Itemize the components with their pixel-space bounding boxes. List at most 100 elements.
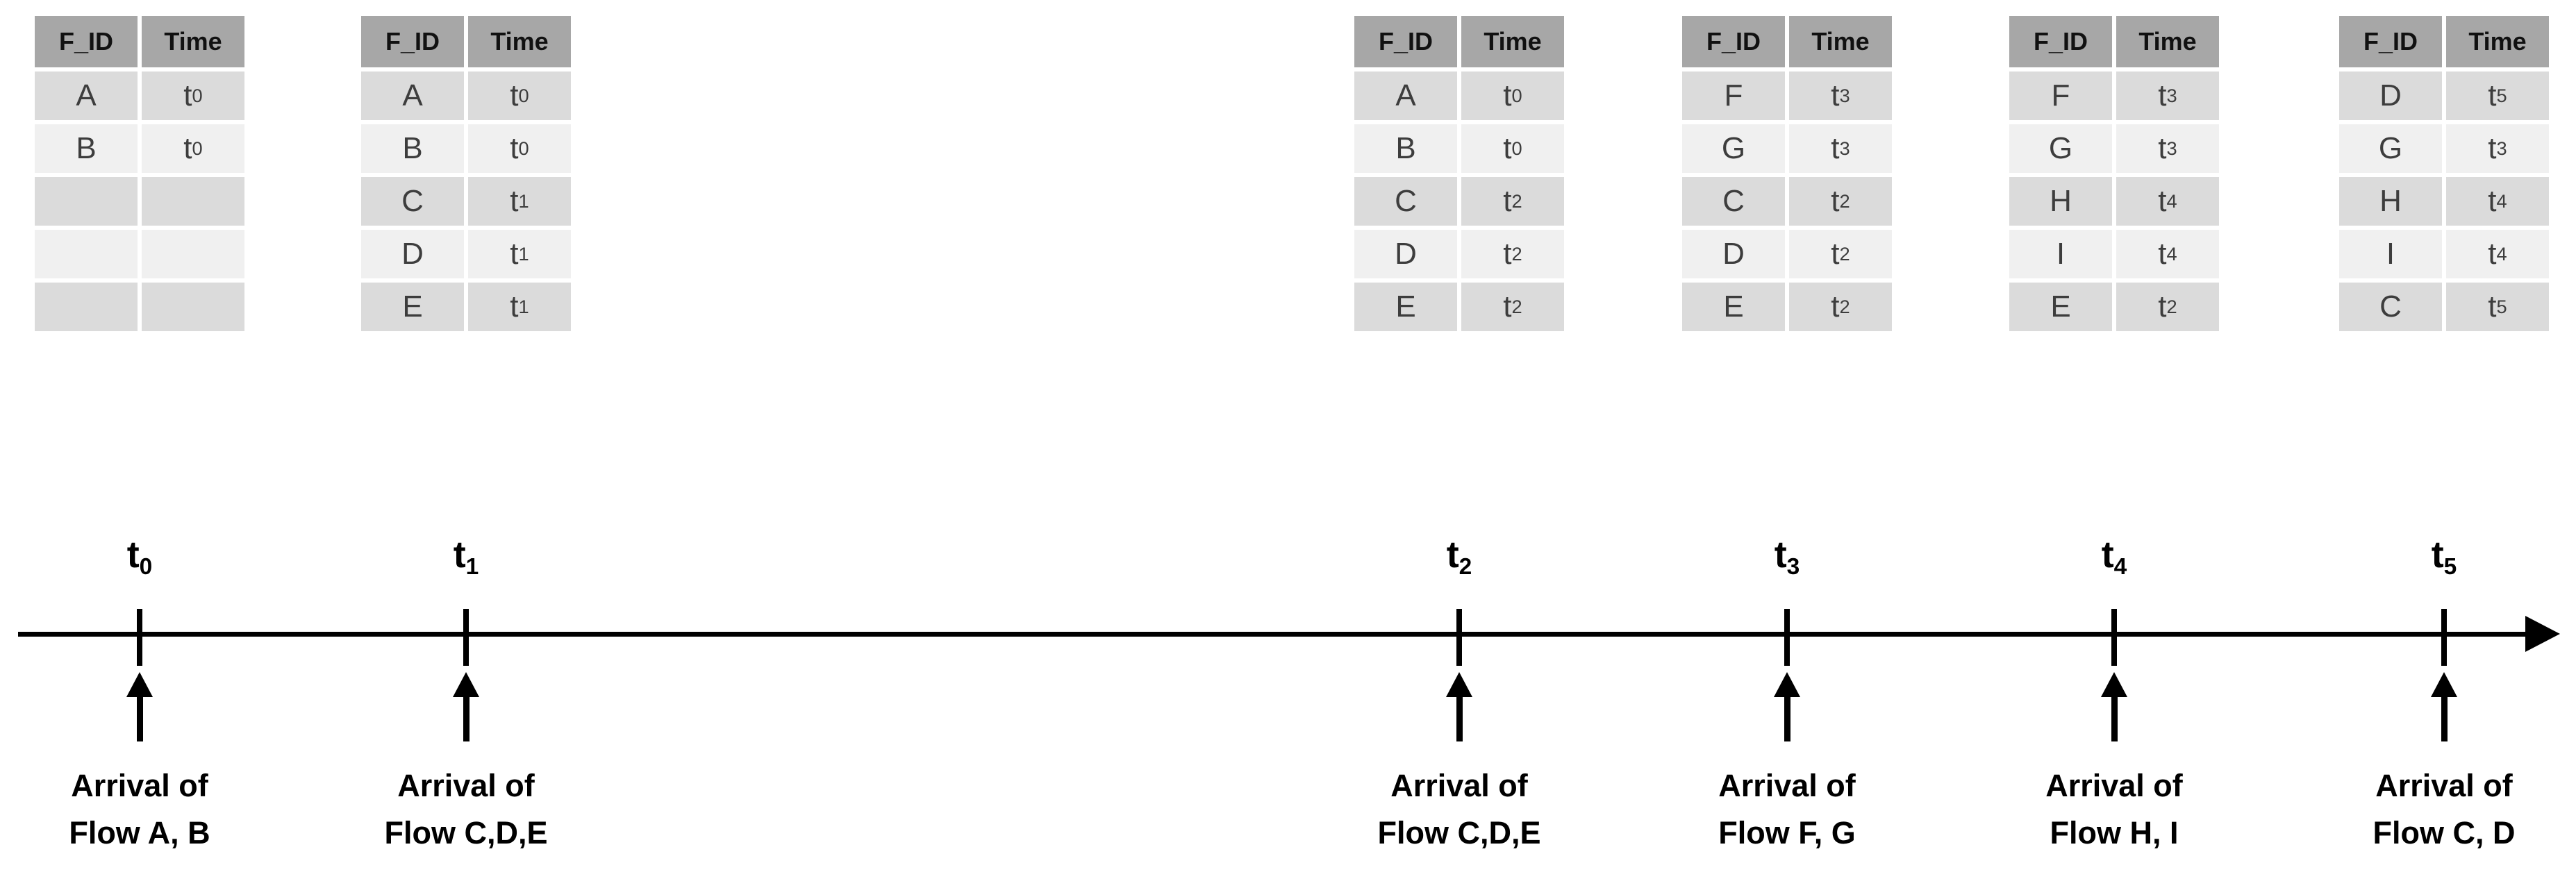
flow-id-cell (35, 230, 138, 278)
time-tick (137, 609, 142, 666)
tick-label-subscript: 1 (465, 554, 479, 580)
flow-id-cell: C (1354, 177, 1457, 226)
flow-id-cell: E (1354, 283, 1457, 331)
time-base: t (1503, 237, 1512, 271)
up-arrow-icon (453, 672, 479, 697)
time-tick (1784, 609, 1790, 666)
flow-id-cell (35, 283, 138, 331)
tick-label-base: t (126, 534, 140, 576)
tick-label-subscript: 4 (2113, 554, 2127, 580)
flow-id-cell: E (2009, 283, 2112, 331)
time-cell (142, 230, 244, 278)
time-base: t (2158, 78, 2167, 112)
time-base: t (1503, 78, 1512, 112)
tick-label-base: t (2101, 534, 2114, 576)
time-base: t (2488, 290, 2497, 324)
flow-id-cell: I (2009, 230, 2112, 278)
time-base: t (1831, 237, 1840, 271)
tick-label-base: t (1774, 534, 1787, 576)
arrival-line1: Arrival of (2045, 768, 2183, 803)
up-arrow-icon (1446, 672, 1472, 697)
flow-id-cell: F (1682, 72, 1785, 120)
arrival-line2: Flow A, B (69, 814, 210, 850)
column-header-time: Time (2446, 16, 2549, 67)
up-arrow-shaft (463, 696, 470, 741)
time-base: t (2488, 184, 2497, 218)
column-header-fid: F_ID (2339, 16, 2442, 67)
time-tick-label: t2 (1390, 533, 1529, 578)
up-arrow-shaft (1784, 696, 1790, 741)
time-cell (142, 283, 244, 331)
tick-label-base: t (453, 534, 466, 576)
arrival-line2: Flow H, I (2050, 814, 2179, 850)
column-header-time: Time (1789, 16, 1892, 67)
flow-id-cell: A (35, 72, 138, 120)
time-base: t (1831, 78, 1840, 112)
time-base: t (2158, 290, 2167, 324)
tick-label-base: t (2431, 534, 2444, 576)
flow-id-cell: B (1354, 124, 1457, 173)
flow-id-cell: D (361, 230, 464, 278)
tick-label-subscript: 3 (1786, 554, 1800, 580)
tick-label-subscript: 5 (2443, 554, 2457, 580)
tick-label-subscript: 2 (1459, 554, 1472, 580)
time-base: t (510, 290, 519, 324)
arrival-line1: Arrival of (1390, 768, 1528, 803)
arrival-label: Arrival of Flow H, I (1982, 762, 2246, 856)
flow-id-cell: D (2339, 72, 2442, 120)
time-base: t (1831, 290, 1840, 324)
time-base: t (510, 131, 519, 165)
flow-id-cell: F (2009, 72, 2112, 120)
time-base: t (2488, 131, 2497, 165)
time-tick (1456, 609, 1462, 666)
arrival-line2: Flow F, G (1718, 814, 1856, 850)
flow-id-cell (35, 177, 138, 226)
arrival-line1: Arrival of (71, 768, 208, 803)
time-base: t (2158, 131, 2167, 165)
tick-label-subscript: 0 (139, 554, 153, 580)
flow-id-cell: H (2009, 177, 2112, 226)
time-base: t (1503, 131, 1512, 165)
column-header-fid: F_ID (361, 16, 464, 67)
up-arrow-shaft (2111, 696, 2118, 741)
up-arrow-shaft (137, 696, 143, 741)
time-base: t (510, 78, 519, 112)
up-arrow-icon (1774, 672, 1800, 697)
flow-id-cell: B (35, 124, 138, 173)
column-header-fid: F_ID (1682, 16, 1785, 67)
time-base: t (2158, 237, 2167, 271)
flow-id-cell: B (361, 124, 464, 173)
up-arrow-shaft (1456, 696, 1463, 741)
flow-id-cell: C (1682, 177, 1785, 226)
column-header-time: Time (2116, 16, 2219, 67)
time-tick-label: t4 (2045, 533, 2184, 578)
flow-id-cell: H (2339, 177, 2442, 226)
flow-id-cell: G (1682, 124, 1785, 173)
arrival-line1: Arrival of (397, 768, 535, 803)
time-base: t (510, 237, 519, 271)
time-tick (2441, 609, 2447, 666)
arrival-line2: Flow C,D,E (1377, 814, 1541, 850)
flow-id-cell: G (2009, 124, 2112, 173)
time-cell (142, 177, 244, 226)
time-base: t (1831, 184, 1840, 218)
